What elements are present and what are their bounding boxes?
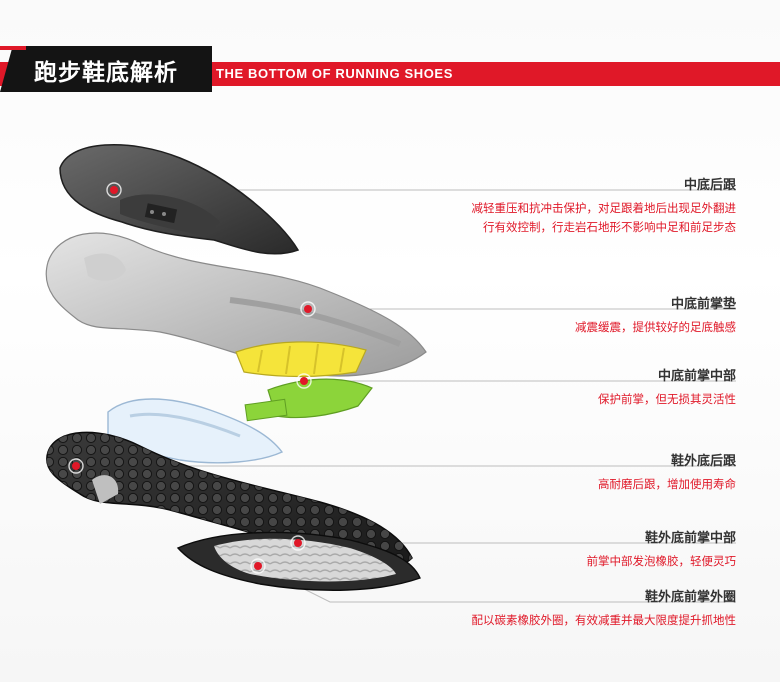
- midsole-heel-part: [59, 143, 300, 255]
- yellow-pad-part: [235, 341, 367, 378]
- callout-midsole-heel: 中底后跟 减轻重压和抗冲击保护，对足跟着地后出现足外翻进 行有效控制，行走岩石地…: [472, 174, 737, 237]
- callout-outsole-forefoot-ring: 鞋外底前掌外圈 配以碳素橡胶外圈，有效减重并最大限度提升抓地性: [472, 586, 737, 630]
- callout-heading: 中底后跟: [683, 178, 736, 193]
- page-subtitle: THE BOTTOM OF RUNNING SHOES: [216, 66, 453, 81]
- callout-description: 减震缓震，提供较好的足底触感: [575, 320, 736, 334]
- marker-dot: [250, 558, 266, 574]
- green-shank-part: [244, 378, 373, 422]
- callout-midsole-forefoot-pad: 中底前掌垫 减震缓震，提供较好的足底触感: [575, 293, 736, 337]
- marker-dots: [68, 182, 316, 574]
- callout-description: 高耐磨后跟，增加使用寿命: [598, 477, 736, 491]
- callout-heading: 鞋外底前掌中部: [644, 531, 736, 546]
- outsole-forefoot-part: [176, 531, 421, 591]
- marker-dot: [68, 458, 84, 474]
- callout-description: 前掌中部发泡橡胶，轻便灵巧: [586, 554, 737, 568]
- callout-heading: 中底前掌中部: [657, 369, 736, 384]
- callout-description: 减轻重压和抗冲击保护，对足跟着地后出现足外翻进 行有效控制，行走岩石地形不影响中…: [472, 199, 737, 237]
- outsole-heel-part: [46, 431, 413, 569]
- header-black-block: [0, 46, 212, 92]
- callout-heading: 鞋外底前掌外圈: [644, 590, 736, 605]
- callout-heading: 鞋外底后跟: [670, 454, 736, 469]
- marker-dot: [296, 373, 312, 389]
- page-title: 跑步鞋底解析: [34, 60, 178, 86]
- callout-description: 配以碳素橡胶外圈，有效减重并最大限度提升抓地性: [471, 613, 737, 627]
- header-accent: [0, 46, 26, 50]
- callout-description: 保护前掌，但无损其灵活性: [598, 392, 736, 406]
- callout-midsole-forefoot-middle: 中底前掌中部 保护前掌，但无损其灵活性: [598, 365, 736, 409]
- midsole-forefoot-part: [45, 232, 427, 377]
- marker-dot: [106, 182, 122, 198]
- callout-desc-line: 减轻重压和抗冲击保护，对足跟着地后出现足外翻进: [471, 201, 737, 215]
- callout-desc-line: 行有效控制，行走岩石地形不影响中足和前足步态: [483, 220, 736, 234]
- callout-heading: 中底前掌垫: [670, 297, 736, 312]
- callout-outsole-heel: 鞋外底后跟 高耐磨后跟，增加使用寿命: [598, 450, 736, 494]
- callout-outsole-forefoot-middle: 鞋外底前掌中部 前掌中部发泡橡胶，轻便灵巧: [587, 527, 737, 571]
- marker-dot: [290, 535, 306, 551]
- marker-dot: [300, 301, 316, 317]
